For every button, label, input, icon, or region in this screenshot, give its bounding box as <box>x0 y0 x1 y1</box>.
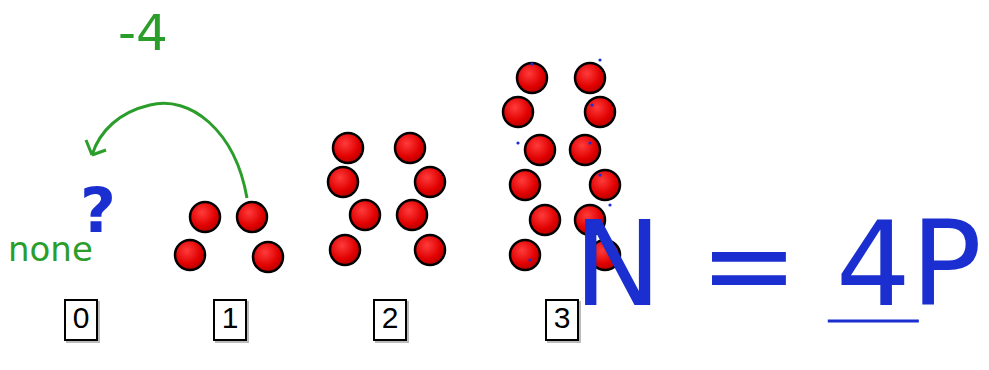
red-dot <box>525 135 555 165</box>
figure-number-box: 2 <box>373 299 408 341</box>
red-dot <box>570 135 600 165</box>
red-dot <box>175 240 205 270</box>
red-dot <box>415 235 445 265</box>
red-dot <box>585 97 615 127</box>
red-dot <box>530 205 560 235</box>
figure-number: 2 <box>375 303 406 333</box>
red-dot <box>395 133 425 163</box>
red-dot <box>510 170 540 200</box>
step-note: -4 <box>118 8 168 58</box>
red-dot <box>330 235 360 265</box>
figure-number: 1 <box>215 303 246 333</box>
red-dot <box>350 200 380 230</box>
red-dot <box>415 167 445 197</box>
none-note: none <box>8 232 93 266</box>
red-dot <box>575 63 605 93</box>
red-dot <box>590 170 620 200</box>
rule-formula: N = 4P <box>574 205 982 323</box>
figure-number: 0 <box>66 303 97 333</box>
red-dot <box>510 240 540 270</box>
red-dot <box>328 167 358 197</box>
red-dot <box>503 97 533 127</box>
red-dot <box>333 133 363 163</box>
red-dot <box>190 202 220 232</box>
figure-number-box: 1 <box>213 299 248 341</box>
figure-number-box: 0 <box>64 299 99 341</box>
red-dot <box>517 63 547 93</box>
red-dot <box>253 242 283 272</box>
red-dot <box>397 200 427 230</box>
green-arrowhead <box>86 140 106 155</box>
red-dot <box>237 202 267 232</box>
figure-number: 3 <box>547 303 578 333</box>
